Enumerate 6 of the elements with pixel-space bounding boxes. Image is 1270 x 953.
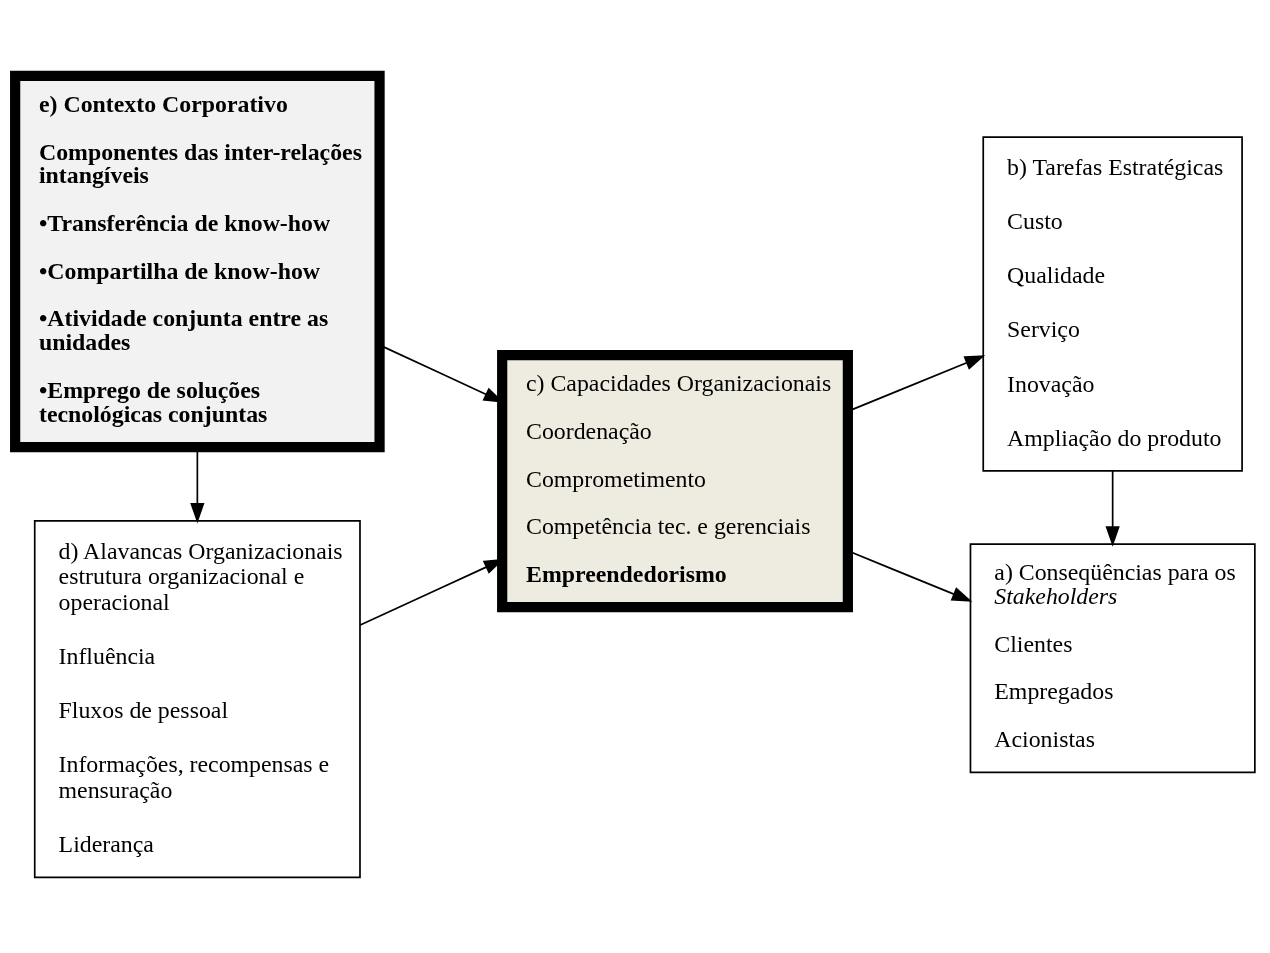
node-box: e) Contexto Corporativo Componentes das inter-relações intangíveis •Transferência de know-how •Compartilha de know-how •Atividade conjunta entre as unidades •Emprego de soluções tecnológicas conjuntas: [10, 70, 385, 453]
node-box: a) Conseqüências para os Stakeholders Clientes Empregados Acionistas: [969, 543, 1256, 774]
node-box: d) Alavancas Organizacionais estrutura organizacional e operacional Influência Fluxos de pessoal Informações, recompensas e mensuração Liderança: [33, 519, 361, 879]
arrow: [1105, 470, 1120, 547]
node-box: c) Capacidades Organizacionais Coordenação Comprometimento Competência tec. e gerenciais Empreendedorismo: [497, 349, 853, 613]
node-box: b) Tarefas Estratégicas Custo Qualidade Serviço Inovação Ampliação do produto: [982, 136, 1243, 472]
